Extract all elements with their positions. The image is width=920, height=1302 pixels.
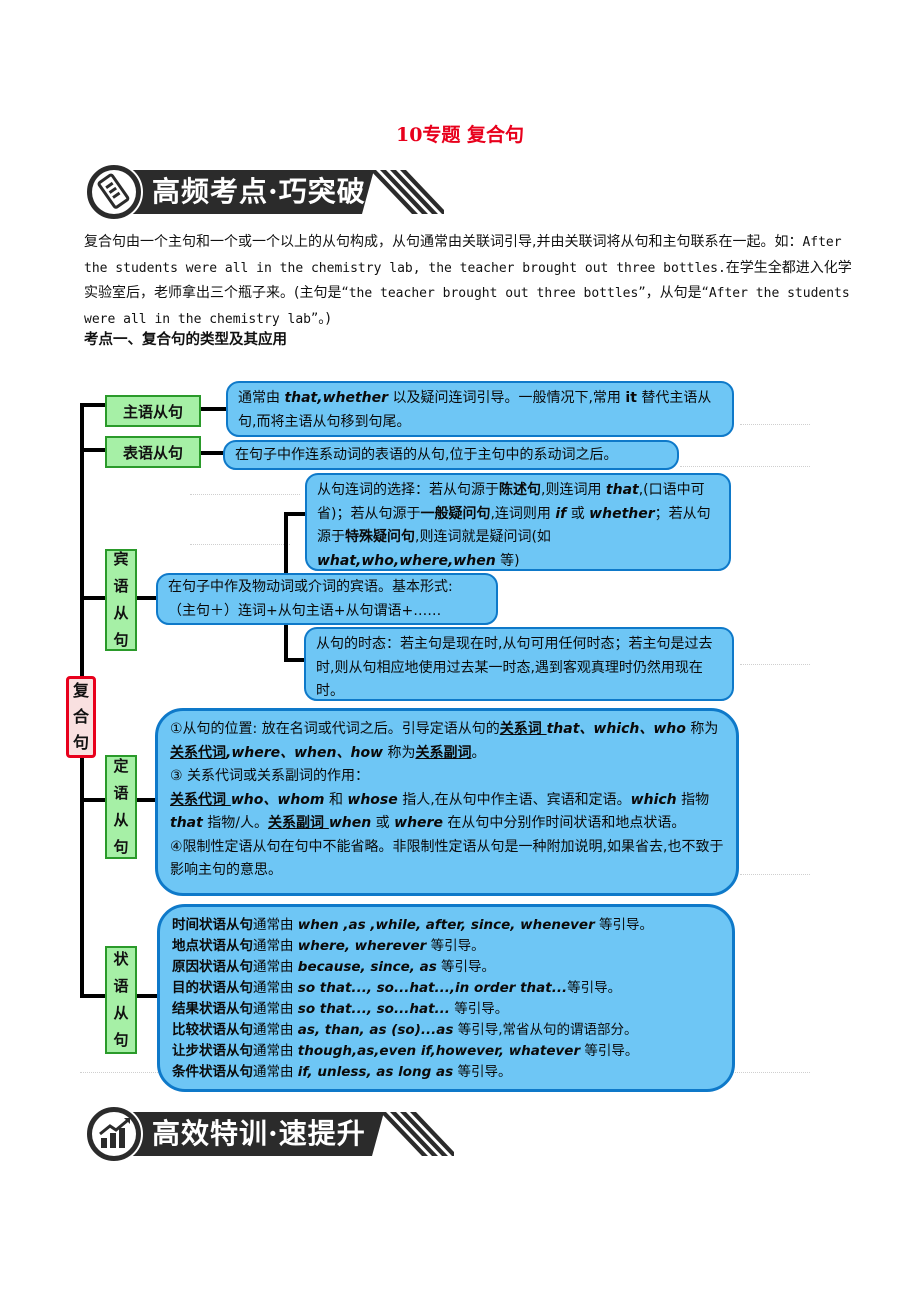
subject-clause-note: 通常由 that,whether 以及疑问连词引导。一般情况下,常用 it 替代… <box>226 381 734 437</box>
object-connective-note: 从句连词的选择：若从句源于陈述句,则连词用 that,(口语中可省)；若从句源于… <box>305 473 731 571</box>
subject-clause-node: 主语从句 <box>105 395 201 427</box>
connector-line <box>136 596 158 600</box>
section-banner-2: 高效特训·速提升 <box>84 1104 454 1164</box>
connector-line <box>136 994 158 998</box>
intro-main-clause: the teacher brought out three bottles <box>348 286 639 301</box>
adverbial-row: 条件状语从句通常由 if, unless, as long as 等引导。 <box>172 1064 512 1080</box>
branch-line <box>80 403 106 407</box>
object-branch <box>284 658 308 662</box>
adverbial-row: 结果状语从句通常由 so that..., so...hat... 等引导。 <box>172 1001 509 1017</box>
object-clause-node: 宾语从句 <box>105 549 137 651</box>
intro-text: 在学生全都进入化学实验室后，老师拿出三个瓶子来。(主句是“ <box>84 259 852 302</box>
intro-example: After the students were all in the chemi… <box>84 235 842 276</box>
object-branch <box>284 512 308 516</box>
branch-line <box>80 994 106 998</box>
branch-line <box>80 596 106 600</box>
divider <box>740 424 810 425</box>
connector-line <box>136 798 156 802</box>
predicative-clause-note: 在句子中作连系动词的表语的从句,位于主句中的系动词之后。 <box>223 440 679 470</box>
intro-sub-clause: After the students were all in the chemi… <box>84 286 850 327</box>
adverbial-row: 时间状语从句通常由 when ,as ,while, after, since,… <box>172 917 654 933</box>
adverbial-row: 目的状语从句通常由 so that..., so...hat...,in ord… <box>172 980 622 996</box>
banner-title: 高频考点·巧突破 <box>152 175 366 208</box>
intro-text: 复合句由一个主句和一个或一个以上的从句构成，从句通常由关联词引导,并由关联词将从… <box>84 234 803 250</box>
attributive-clause-node: 定语从句 <box>105 755 137 859</box>
banner-title: 高效特训·速提升 <box>152 1117 366 1150</box>
intro-paragraph: 复合句由一个主句和一个或一个以上的从句构成，从句通常由关联词引导,并由关联词将从… <box>84 230 854 332</box>
section-banner-1: 高频考点·巧突破 <box>84 162 444 222</box>
object-tense-note: 从句的时态：若主句是现在时,从句可用任何时态；若主句是过去时,则从句相应地使用过… <box>304 627 734 701</box>
attributive-clause-note: ①从句的位置: 放在名词或代词之后。引导定语从句的关系词 that、which、… <box>155 708 739 896</box>
adverbial-row: 比较状语从句通常由 as, than, as (so)...as 等引导,常省从… <box>172 1022 638 1038</box>
branch-line <box>80 798 106 802</box>
branch-line <box>80 448 106 452</box>
predicative-clause-node: 表语从句 <box>105 436 201 468</box>
divider <box>680 466 810 467</box>
bookmark-icon <box>97 173 130 209</box>
intro-text: ”，从句是“ <box>638 285 709 301</box>
adverbial-row: 让步状语从句通常由 though,as,even if,however, wha… <box>172 1043 639 1059</box>
adverbial-row: 原因状语从句通常由 because, since, as 等引导。 <box>172 959 496 975</box>
connector-line <box>200 451 224 455</box>
divider <box>740 874 810 875</box>
adverbial-clause-node: 状语从句 <box>105 946 137 1054</box>
page-title: 10专题 复合句 <box>395 124 525 146</box>
intro-text: ”。) <box>310 310 331 327</box>
divider <box>190 494 300 495</box>
root-node: 复 合 句 <box>66 676 96 758</box>
adverbial-row: 地点状语从句通常由 where, wherever 等引导。 <box>172 938 485 954</box>
adverbial-clause-note: 时间状语从句通常由 when ,as ,while, after, since,… <box>157 904 735 1092</box>
section-heading: 考点一、复合句的类型及其应用 <box>84 332 287 348</box>
object-clause-note: 在句子中作及物动词或介词的宾语。基本形式: （主句＋）连词+从句主语+从句谓语+… <box>156 573 498 625</box>
divider <box>740 664 810 665</box>
connector-line <box>200 407 228 411</box>
chart-icon <box>99 1118 130 1148</box>
divider <box>190 544 290 545</box>
